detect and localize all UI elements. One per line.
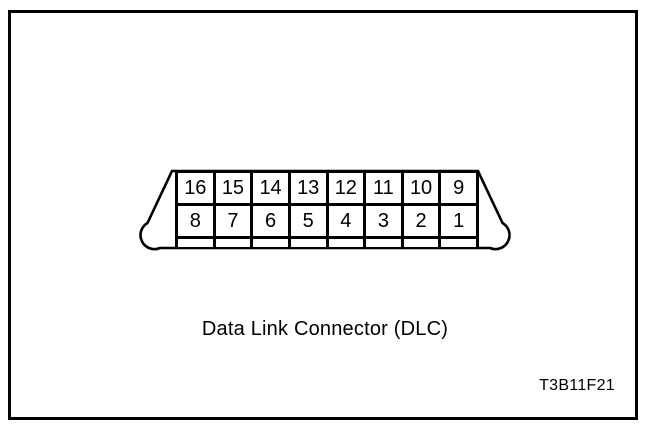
connector-skirt-cell [178, 239, 213, 247]
connector-skirt-cell [366, 239, 401, 247]
pin-4-cell: 4 [328, 206, 364, 236]
figure-code: T3B11F21 [539, 377, 615, 394]
connector-skirt-cell [290, 239, 326, 247]
connector-skirt-cell [253, 239, 288, 247]
connector-skirt-cell [215, 239, 251, 247]
pin-5-cell: 5 [290, 206, 326, 236]
pin-14-cell: 14 [253, 173, 288, 203]
dlc-connector-diagram: 16 15 14 13 12 11 10 9 8 7 6 5 4 3 2 1 [139, 169, 511, 251]
connector-skirt-cell [403, 239, 439, 247]
pin-11-cell: 11 [366, 173, 401, 203]
pin-13-cell: 13 [290, 173, 326, 203]
figure-caption: Data Link Connector (DLC) [201, 318, 449, 340]
pin-9-cell: 9 [441, 173, 476, 203]
pin-1-cell: 1 [441, 206, 476, 236]
pin-15-cell: 15 [215, 173, 251, 203]
pin-grid: 16 15 14 13 12 11 10 9 8 7 6 5 4 3 2 1 [175, 170, 479, 247]
figure-border [8, 10, 638, 420]
pin-2-cell: 2 [403, 206, 439, 236]
pin-6-cell: 6 [253, 206, 288, 236]
pin-7-cell: 7 [215, 206, 251, 236]
pin-8-cell: 8 [178, 206, 213, 236]
pin-10-cell: 10 [403, 173, 439, 203]
connector-skirt-cell [441, 239, 476, 247]
pin-16-cell: 16 [178, 173, 213, 203]
connector-skirt-cell [328, 239, 364, 247]
pin-12-cell: 12 [328, 173, 364, 203]
pin-3-cell: 3 [366, 206, 401, 236]
